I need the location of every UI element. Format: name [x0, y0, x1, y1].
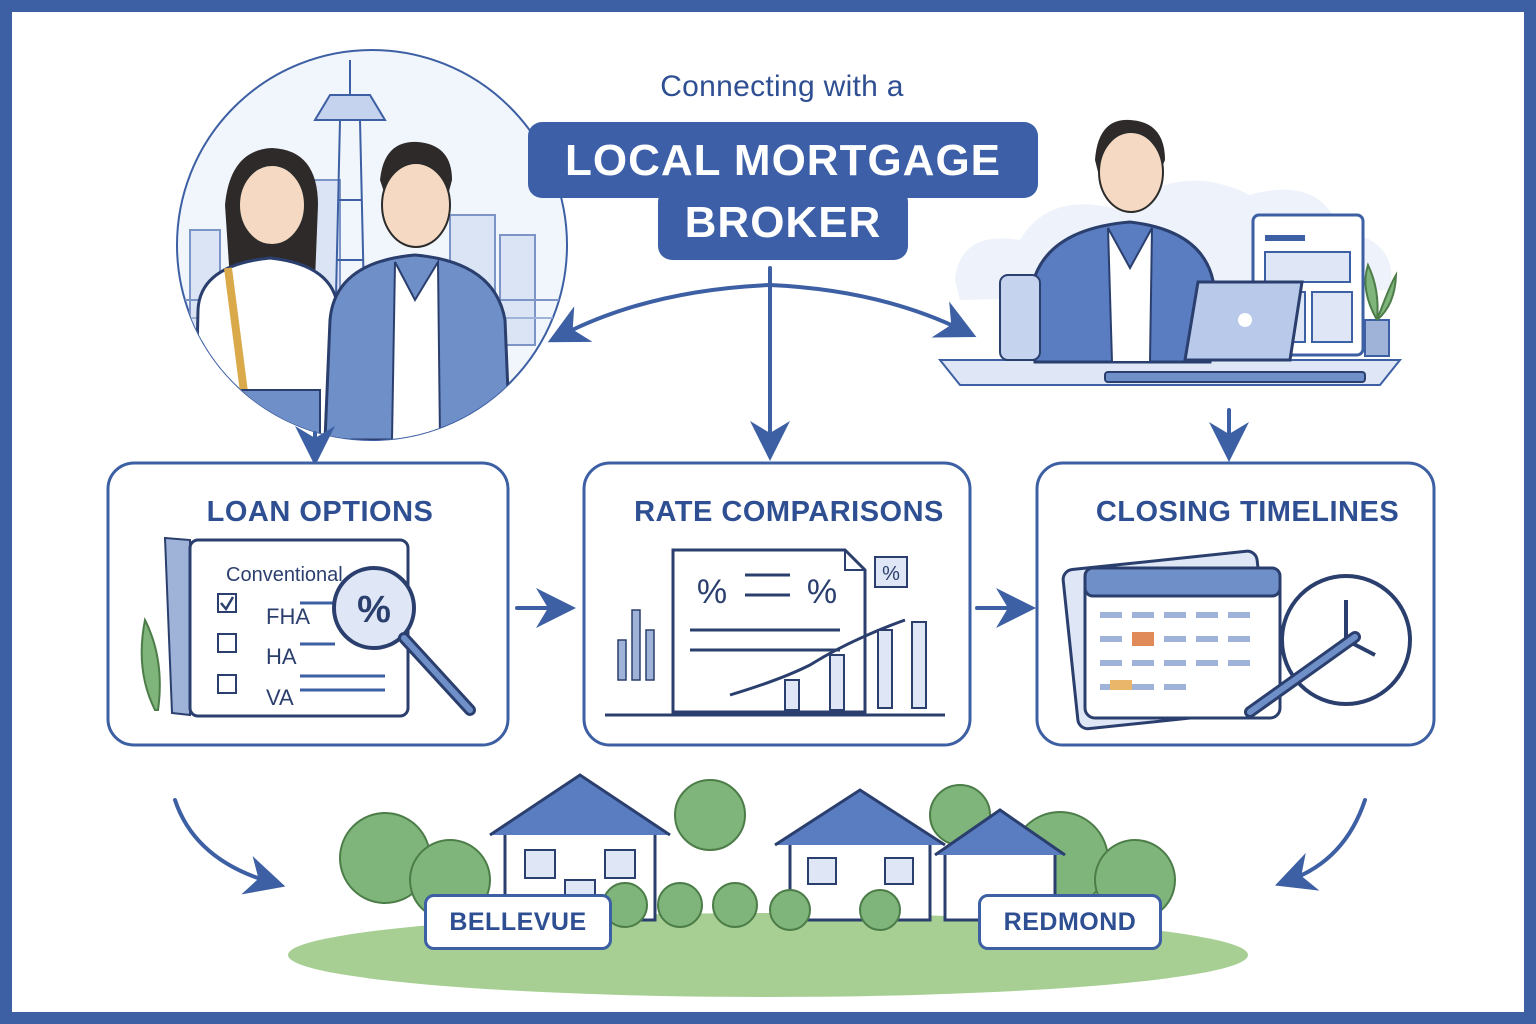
loan-option-label: VA — [266, 685, 294, 710]
location-badge-redmond: REDMOND — [978, 894, 1162, 950]
illustration-layer: % % % % — [106, 49, 1436, 997]
svg-text:%: % — [882, 563, 900, 585]
leaf-icon — [140, 616, 161, 711]
loan-option-label: HA — [266, 644, 297, 669]
svg-text:%: % — [357, 589, 391, 631]
card-title-loan-options: LOAN OPTIONS — [206, 496, 434, 528]
title-badge — [528, 122, 1038, 198]
couple-illustration — [176, 49, 568, 441]
card-rate-comparisons: % % % — [582, 461, 972, 747]
location-badge-bellevue: BELLEVUE — [424, 894, 612, 950]
magnifier-percent-icon: % — [332, 566, 476, 716]
neighborhood-illustration — [288, 773, 1248, 997]
card-title-closing-timelines: CLOSING TIMELINES — [1095, 496, 1400, 528]
diagram-subtitle: Connecting with a — [660, 70, 904, 103]
checklist-header: Conventional — [226, 564, 343, 586]
man-figure — [323, 141, 512, 440]
plant-icon — [1364, 262, 1398, 357]
loan-option-label: FHA — [266, 604, 310, 629]
rate-chart-icon: % % % — [605, 548, 945, 717]
house-icon — [934, 808, 1066, 922]
title-badge-lower — [658, 188, 908, 260]
svg-text:%: % — [807, 573, 837, 611]
flow-arrows-top — [173, 266, 1367, 895]
broker-illustration — [937, 119, 1403, 386]
card-loan-options: % — [106, 461, 510, 747]
svg-text:%: % — [697, 573, 727, 611]
diagram-title-line2: BROKER — [684, 198, 882, 247]
broker-figure — [999, 119, 1217, 364]
card-title-rate-comparisons: RATE COMPARISONS — [634, 496, 944, 528]
laptop-icon — [1104, 280, 1366, 383]
card-closing-timelines — [1035, 461, 1436, 747]
calendar-clock-icon — [1061, 549, 1412, 731]
diagram-title-line1: LOCAL MORTGAGE — [564, 136, 1002, 185]
house-icon — [774, 788, 946, 922]
